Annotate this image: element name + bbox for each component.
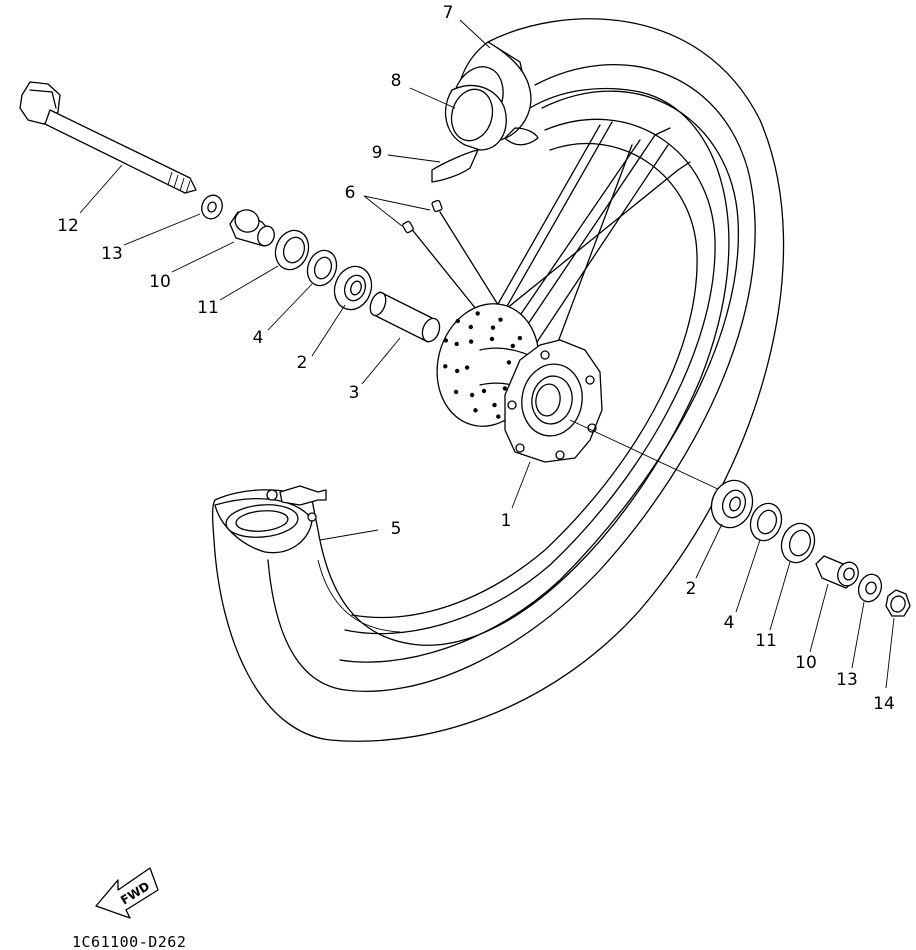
disc-hole bbox=[498, 317, 503, 322]
callout-12: 12 bbox=[57, 216, 79, 236]
oil-seal-left bbox=[274, 229, 310, 271]
disc-hole bbox=[506, 360, 512, 365]
washer-left bbox=[201, 194, 223, 220]
collar-left bbox=[229, 209, 275, 247]
disc-hole bbox=[469, 392, 475, 398]
disc-hole bbox=[453, 389, 459, 395]
disc-hole bbox=[468, 324, 473, 330]
disc-hole bbox=[475, 311, 480, 316]
callout-11-right: 11 bbox=[755, 631, 777, 651]
axle-nut bbox=[885, 589, 911, 617]
disc-hole bbox=[455, 368, 460, 374]
callout-2-left: 2 bbox=[297, 353, 308, 373]
callout-2-right: 2 bbox=[686, 579, 697, 599]
disc-hole bbox=[492, 402, 497, 408]
assembly-axis-right bbox=[569, 419, 721, 491]
circlip-right bbox=[749, 502, 783, 542]
callout-1: 1 bbox=[501, 511, 512, 531]
washer-right bbox=[857, 573, 883, 603]
disc-hole bbox=[496, 414, 501, 419]
callout-13-right: 13 bbox=[836, 670, 858, 690]
disc-hole bbox=[443, 364, 448, 369]
callout-numbers: 7 8 9 6 12 13 10 11 4 2 3 1 5 2 4 11 10 … bbox=[57, 3, 895, 714]
disc-hole bbox=[468, 339, 474, 344]
callout-6: 6 bbox=[345, 183, 356, 203]
callout-3: 3 bbox=[349, 383, 360, 403]
rim-band-strip bbox=[431, 149, 479, 183]
collar-right bbox=[815, 555, 859, 589]
tube-section bbox=[444, 84, 507, 151]
bearing-right bbox=[710, 479, 754, 529]
circlip-left bbox=[306, 249, 338, 287]
drawing-code: 1C61100-D262 bbox=[72, 933, 186, 950]
disc-hole bbox=[454, 341, 459, 347]
callout-4-left: 4 bbox=[253, 328, 264, 348]
callout-13-left: 13 bbox=[101, 244, 123, 264]
callout-10-right: 10 bbox=[795, 653, 817, 673]
valve-stem bbox=[266, 485, 327, 522]
disc-hole bbox=[481, 388, 487, 394]
callout-4-right: 4 bbox=[724, 613, 735, 633]
spacer bbox=[369, 291, 441, 343]
disc-holes bbox=[443, 311, 533, 419]
fwd-direction-arrow: FWD bbox=[95, 867, 159, 919]
bearing-left bbox=[333, 265, 373, 311]
disc-hole bbox=[443, 338, 449, 343]
disc-hole bbox=[489, 336, 495, 342]
disc-hole bbox=[473, 408, 478, 413]
callout-14: 14 bbox=[873, 694, 895, 714]
callout-11-left: 11 bbox=[197, 298, 219, 318]
callout-9: 9 bbox=[372, 143, 383, 163]
disc-hole bbox=[464, 365, 470, 370]
hub bbox=[436, 303, 603, 463]
axle-bolt bbox=[19, 81, 197, 194]
disc-hole bbox=[455, 318, 460, 324]
leader-lines bbox=[79, 19, 895, 689]
disc-hole bbox=[490, 325, 496, 330]
disc-hole bbox=[502, 386, 508, 391]
callout-7: 7 bbox=[443, 3, 454, 23]
disc-hole bbox=[510, 343, 515, 349]
callout-10-left: 10 bbox=[149, 272, 171, 292]
disc-hole bbox=[517, 335, 523, 341]
oil-seal-right bbox=[780, 522, 816, 564]
callout-5: 5 bbox=[391, 519, 402, 539]
callout-8: 8 bbox=[391, 71, 402, 91]
